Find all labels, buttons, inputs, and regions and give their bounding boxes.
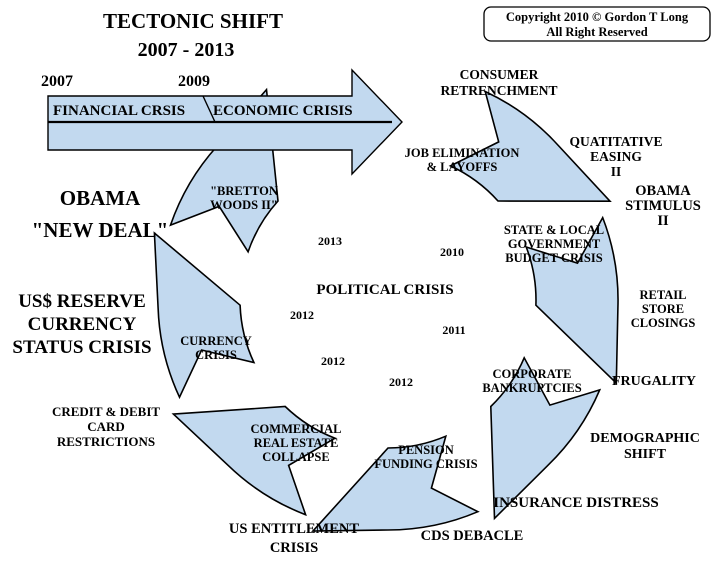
cycle-stage-label-line: FUNDING CRISIS xyxy=(374,457,477,471)
year-marker: 2012 xyxy=(389,375,413,389)
economic-crisis-label: ECONOMIC CRISIS xyxy=(213,103,353,119)
obama-new-deal-label: OBAMA "NEW DEAL" xyxy=(32,186,169,242)
outer-event-label-line: INSURANCE DISTRESS xyxy=(493,495,658,511)
cycle-stage-label-line: "BRETTON xyxy=(210,184,278,198)
outer-event-label-line: CLOSINGS xyxy=(631,316,696,330)
year-marker: 2010 xyxy=(440,245,464,259)
outer-event-label-line: II xyxy=(657,213,669,229)
reserve-currency-label-line: US$ RESERVE xyxy=(18,291,146,312)
year-marker: 2012 xyxy=(290,308,314,322)
outer-event-label-line: CARD xyxy=(87,419,125,434)
outer-event-label-line: CONSUMER xyxy=(460,67,539,82)
outer-event-label-line: FRUGALITY xyxy=(612,374,696,389)
year-marker: 2013 xyxy=(318,234,342,248)
timeline-divider xyxy=(202,95,216,123)
cycle-stage-label-line: WOODS II" xyxy=(210,198,278,212)
cycle-stage-label-line: COLLAPSE xyxy=(262,450,329,464)
outer-event-label-line: EASING xyxy=(590,149,642,164)
outer-event-label-line: CDS DEBACLE xyxy=(421,528,524,544)
cycle-stage-label-line: GOVERNMENT xyxy=(508,237,601,251)
outer-event-label: CDS DEBACLE xyxy=(421,528,524,544)
cycle-stage-label-line: & LAYOFFS xyxy=(427,160,498,174)
diagram-title: TECTONIC SHIFT xyxy=(103,9,283,33)
outer-event-label-line: US ENTITLEMENT xyxy=(229,521,359,537)
cycle-arrow-segment xyxy=(153,231,256,400)
outer-event-label: US ENTITLEMENT CRISIS xyxy=(229,521,359,556)
cycle-stage-label-line: STATE & LOCAL xyxy=(504,223,604,237)
year-marker: 2012 xyxy=(321,354,345,368)
reserve-currency-label-line: STATUS CRISIS xyxy=(12,337,151,358)
copyright-line-1: Copyright 2010 © Gordon T Long xyxy=(506,10,689,24)
year-2009-label: 2009 xyxy=(178,73,210,90)
cycle-stage-label-line: REAL ESTATE xyxy=(254,436,339,450)
outer-event-label-line: II xyxy=(611,164,622,179)
cycle-arrow-segment xyxy=(489,355,602,521)
year-2007-label: 2007 xyxy=(41,73,73,90)
cycle-stage-label-line: BUDGET CRISIS xyxy=(505,251,602,265)
obama-new-deal-label-line: "NEW DEAL" xyxy=(32,218,169,242)
year-marker: 2011 xyxy=(442,323,465,337)
outer-event-label-line: RESTRICTIONS xyxy=(57,434,155,449)
cycle-stage-label-line: CRISIS xyxy=(195,348,237,362)
copyright-box xyxy=(483,6,711,42)
cycle-stage-label-line: BANKRUPTCIES xyxy=(482,381,581,395)
reserve-currency-label-line: CURRENCY xyxy=(28,314,137,335)
political-crisis-label: POLITICAL CRISIS xyxy=(316,282,453,298)
cycle-stage-label-line: CURRENCY xyxy=(180,334,252,348)
outer-event-label-line: OBAMA xyxy=(635,183,691,199)
obama-new-deal-label-line: OBAMA xyxy=(60,186,141,210)
financial-crisis-label: FINANCIAL CRSIS xyxy=(53,103,185,119)
diagram-subtitle: 2007 - 2013 xyxy=(138,39,235,61)
cycle-stage-label-line: JOB ELIMINATION xyxy=(405,146,520,160)
cycle-stage-label-line: COMMERCIAL xyxy=(251,422,342,436)
outer-event-label-line: STIMULUS xyxy=(625,198,701,214)
cycle-arrow-segment xyxy=(171,405,337,517)
outer-event-label-line: RETAIL xyxy=(639,288,686,302)
cycle-stage-label-line: CORPORATE xyxy=(493,367,572,381)
year-markers: 2010 2011 2012 2012 2012 2013 xyxy=(290,234,466,389)
cycle-arrow-segment xyxy=(524,215,619,385)
outer-event-label-line: QUATITATIVE xyxy=(569,134,662,149)
copyright-line-2: All Right Reserved xyxy=(546,25,647,39)
cycle-arrow-segment xyxy=(448,90,612,203)
outer-event-label-line: STORE xyxy=(642,302,684,316)
outer-event-label-line: SHIFT xyxy=(624,447,667,462)
outer-event-label: INSURANCE DISTRESS xyxy=(493,495,658,511)
outer-event-label-line: DEMOGRAPHIC xyxy=(590,431,700,446)
outer-event-label: FRUGALITY xyxy=(612,374,696,389)
cycle-stage-label-line: PENSION xyxy=(398,443,454,457)
cycle-stage-label: JOB ELIMINATION& LAYOFFS xyxy=(405,146,520,174)
outer-event-label-line: CRISIS xyxy=(270,540,318,556)
outer-event-label-line: RETRENCHMENT xyxy=(440,83,557,98)
cycle-arrow-segment xyxy=(311,434,480,532)
outer-event-label-line: CREDIT & DEBIT xyxy=(52,404,160,419)
